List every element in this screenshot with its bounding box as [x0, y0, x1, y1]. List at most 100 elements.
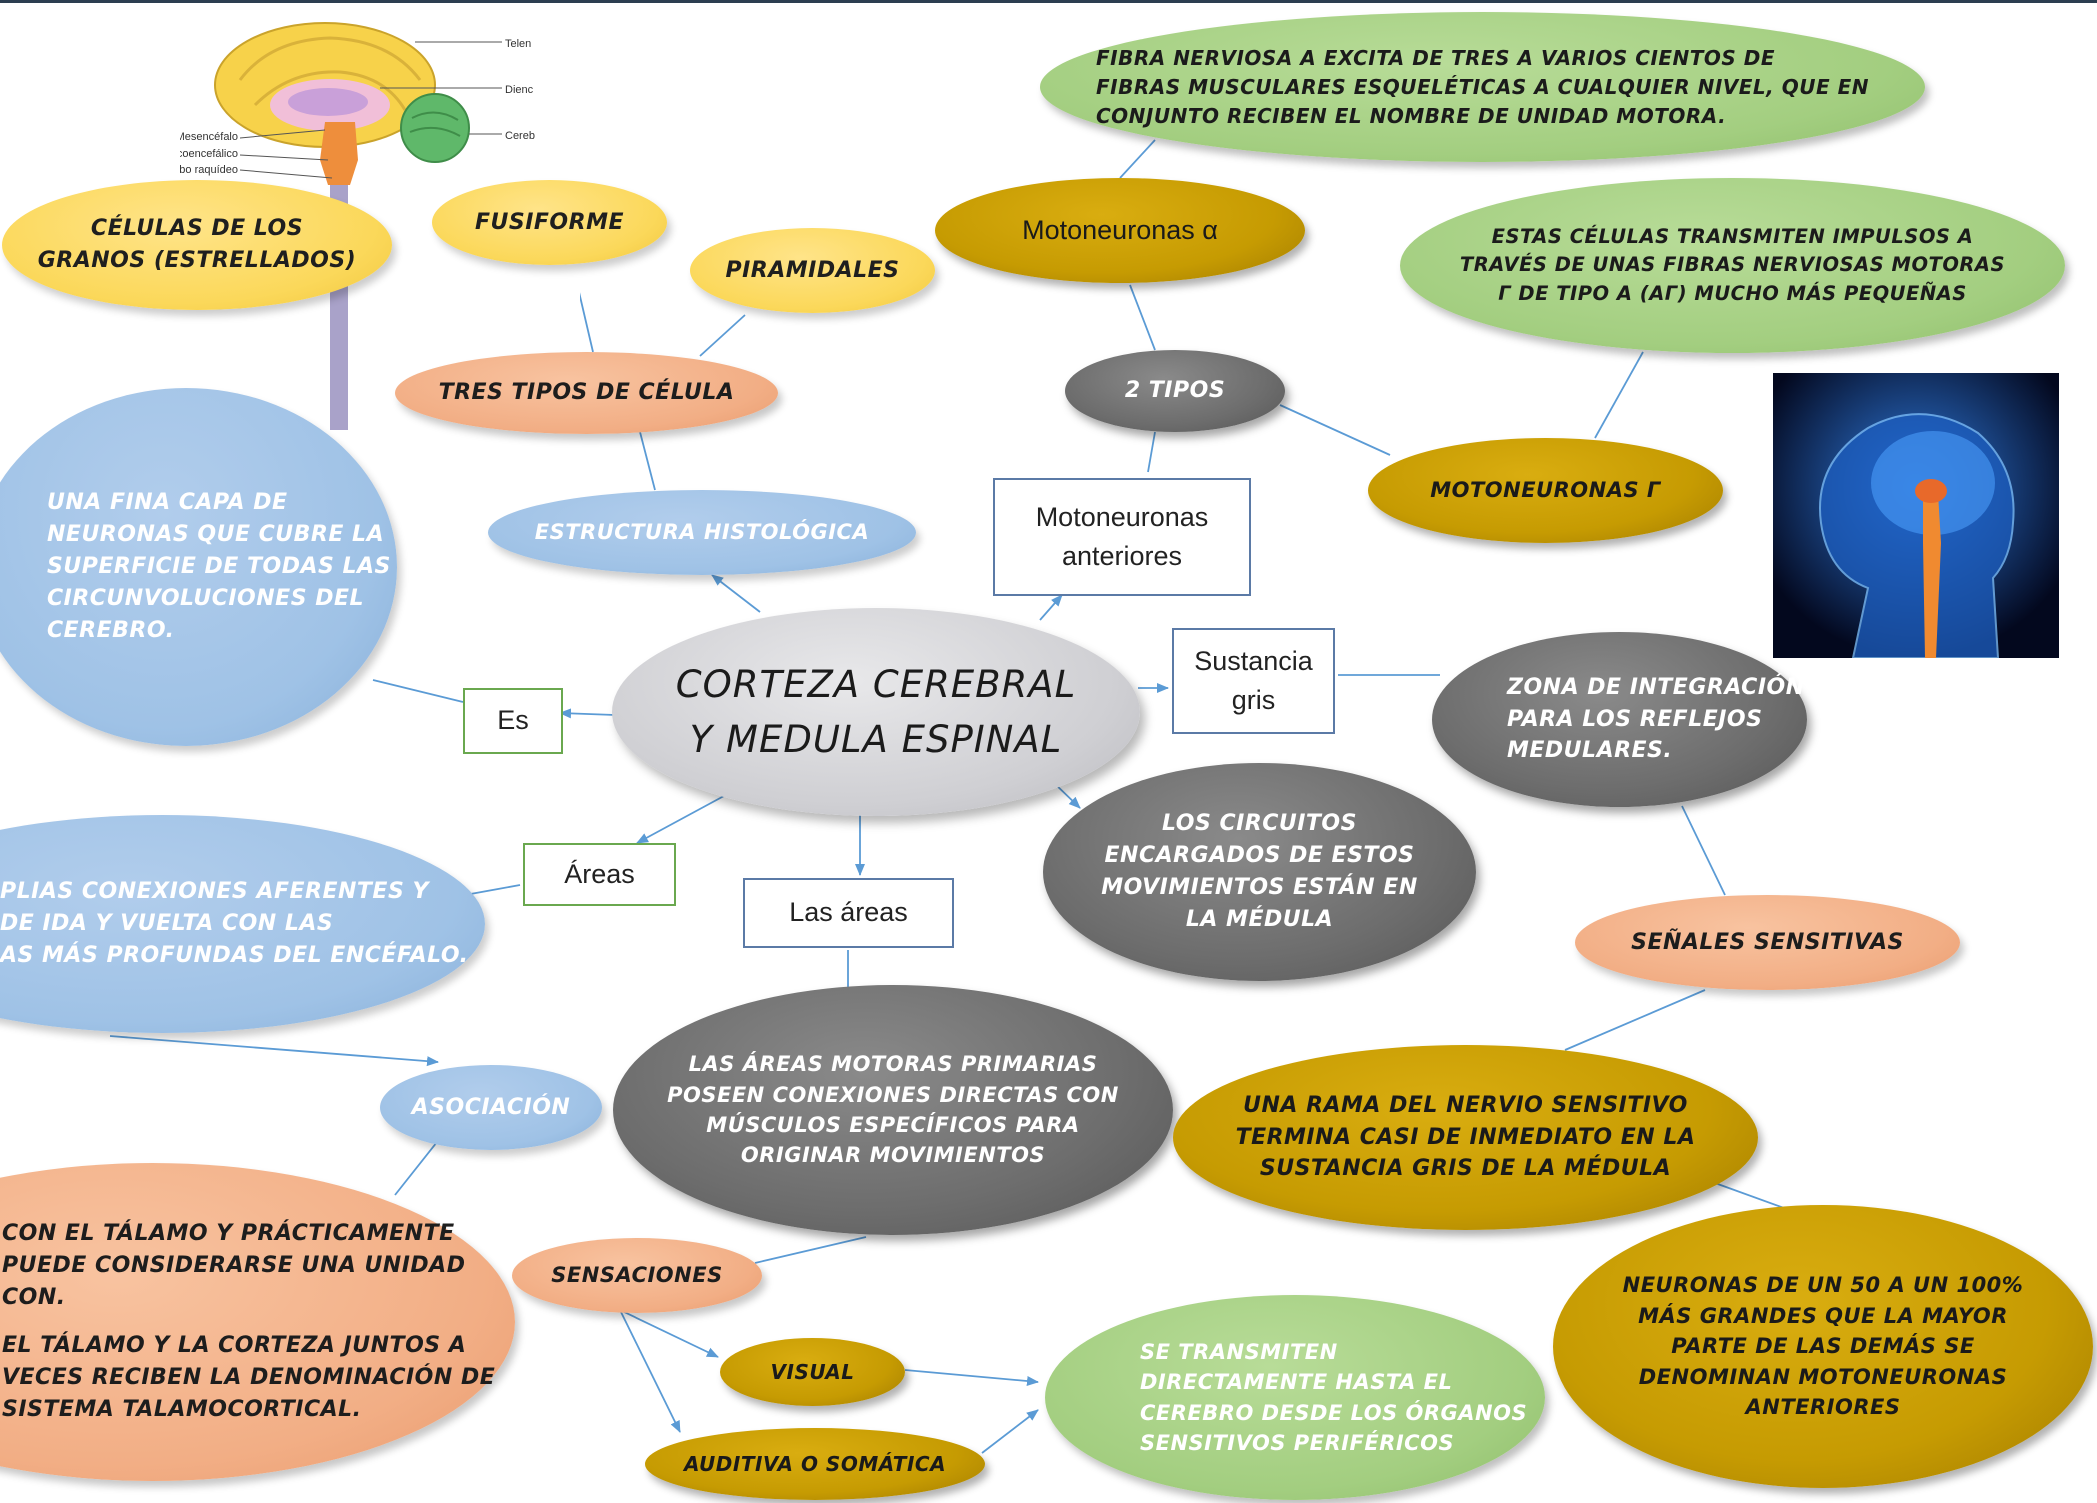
node-circuitos: LOS CIRCUITOS ENCARGADOS DE ESTOS MOVIMI…	[1043, 763, 1476, 981]
box-es: Es	[463, 688, 563, 754]
box-sustancia-gris: Sustancia gris	[1172, 628, 1335, 734]
node-senales-sensitivas: SEÑALES SENSITIVAS	[1575, 895, 1960, 990]
fibra-line-3: CONJUNTO RECIBEN EL NOMBRE DE UNIDAD MOT…	[1096, 103, 1727, 128]
neuronas-line-4: DENOMINAN MOTONEURONAS	[1638, 1364, 2008, 1389]
link-es-finacapa	[372, 679, 464, 703]
las-areas-label: Las áreas	[789, 897, 908, 928]
node-motoneuronas-gamma: MOTONEURONAS γ	[1368, 438, 1723, 543]
node-fibra-nerviosa: FIBRA NERVIOSA α EXCITA DE TRES A VARIOS…	[1040, 12, 1925, 162]
brain-label-cereb: Cereb	[505, 130, 535, 142]
sensaciones-label: SENSACIONES	[551, 1263, 723, 1288]
zona-line-3: MEDULARES.	[1507, 738, 1673, 764]
link-zona-senales	[1681, 805, 1726, 896]
node-una-rama: UNA RAMA DEL NERVIO SENSITIVO TERMINA CA…	[1173, 1045, 1758, 1230]
rama-line-1: UNA RAMA DEL NERVIO SENSITIVO	[1243, 1092, 1688, 1118]
neuronas-line-5: ANTERIORES	[1745, 1395, 1901, 1420]
node-tres-tipos: TRES TIPOS DE CÉLULA	[395, 352, 778, 434]
talamo-line-6: SISTEMA TALAMOCORTICAL.	[2, 1396, 362, 1422]
link-sensaciones-auditiva	[619, 1309, 681, 1433]
brain-label-mesencefalo: Mesencéfalo	[180, 131, 238, 143]
motoras-line-2: POSEEN CONEXIONES DIRECTAS CON	[667, 1082, 1119, 1107]
senales-label: SEÑALES SENSITIVAS	[1631, 929, 1904, 955]
motoras-line-1: LAS ÁREAS MOTORAS PRIMARIAS	[688, 1052, 1098, 1077]
sustancia-line-2: gris	[1231, 685, 1276, 715]
link-auditiva-setransmiten	[981, 1409, 1039, 1454]
box-las-areas: Las áreas	[743, 878, 954, 948]
link-2tipos-gamma	[1279, 404, 1391, 456]
brain-label-telen: Telen	[505, 38, 531, 50]
dos-tipos-label: 2 TIPOS	[1124, 378, 1226, 404]
node-dos-tipos: 2 TIPOS	[1065, 350, 1285, 432]
talamo-line-4: EL TÁLAMO Y LA CORTEZA JUNTOS A	[2, 1333, 467, 1358]
fina-capa-line-2: NEURONAS QUE CUBRE LA	[47, 522, 385, 548]
granos-line-2: GRANOS (ESTRELLADOS)	[37, 248, 357, 273]
node-zona-integracion: ZONA DE INTEGRACIÓN PARA LOS REFLEJOS ME…	[1432, 632, 1807, 807]
node-sensaciones: SENSACIONES	[512, 1238, 762, 1313]
link-amplias-asociacion	[109, 1035, 439, 1067]
fina-capa-line-1: UNA FINA CAPA DE	[47, 490, 288, 516]
visual-label: VISUAL	[770, 1359, 855, 1384]
node-piramidales: PIRAMIDALES	[690, 228, 935, 313]
amplias-line-1: PLIAS CONEXIONES AFERENTES Y	[0, 879, 429, 905]
center-line-2: Y MEDULA ESPINAL	[689, 718, 1063, 761]
es-label: Es	[497, 705, 529, 736]
neuronas-line-3: PARTE DE LAS DEMÁS SE	[1671, 1334, 1975, 1359]
link-center-anteriores	[1039, 594, 1063, 621]
node-estas-celulas: ESTAS CÉLULAS TRANSMITEN IMPULSOS A TRAV…	[1400, 178, 2065, 353]
link-asociacion-talamo	[394, 1141, 438, 1196]
node-fina-capa: UNA FINA CAPA DE NEURONAS QUE CUBRE LA S…	[0, 388, 397, 746]
link-alfa-2tipos	[1129, 284, 1156, 351]
node-neuronas-grandes: NEURONAS DE UN 50 A UN 100% MÁS GRANDES …	[1553, 1205, 2093, 1488]
fina-capa-line-3: SUPERFICIE DE TODAS LAS	[47, 554, 391, 580]
node-fusiforme: FUSIFORME	[432, 180, 667, 265]
talamo-line-5: VECES RECIBEN LA DENOMINACIÓN DE	[2, 1364, 496, 1390]
link-visual-setransmiten	[904, 1369, 1039, 1386]
setransmiten-line-3: CEREBRO DESDE LOS ÓRGANOS	[1140, 1400, 1528, 1425]
brain-label-bulbo: Bulbo raquídeo	[180, 164, 238, 176]
link-2tipos-anteriores	[1147, 431, 1156, 473]
box-motoneuronas-anteriores: Motoneuronas anteriores	[993, 478, 1251, 596]
auditiva-label: AUDITIVA O SOMÁTICA	[683, 1451, 947, 1476]
node-estructura-histologica: ESTRUCTURA HISTOLÓGICA	[488, 490, 916, 575]
brain-label-dienc: Dienc	[505, 84, 534, 96]
circuitos-line-2: ENCARGADOS DE ESTOS	[1104, 843, 1415, 869]
estas-line-3: γ DE TIPO A (Aγ) MUCHO MÁS PEQUEÑAS	[1498, 281, 1967, 305]
fibra-line-1: FIBRA NERVIOSA α EXCITA DE TRES A VARIOS…	[1096, 45, 1776, 70]
motoneuronas-anteriores-line-2: anteriores	[1061, 541, 1183, 571]
link-center-estructura	[711, 574, 761, 613]
amplias-line-2: DE IDA Y VUELTA CON LAS	[0, 911, 334, 937]
tres-tipos-label: TRES TIPOS DE CÉLULA	[438, 380, 735, 406]
circuitos-line-1: LOS CIRCUITOS	[1162, 811, 1357, 837]
talamo-spacer	[2, 1314, 515, 1330]
zona-line-2: PARA LOS REFLEJOS	[1507, 706, 1763, 732]
motoneuronas-gamma-label: MOTONEURONAS γ	[1430, 478, 1661, 503]
node-celulas-granos: CÉLULAS DE LOS GRANOS (ESTRELLADOS)	[2, 180, 392, 310]
motoras-line-4: ORIGINAR MOVIMIENTOS	[740, 1143, 1046, 1168]
setransmiten-line-1: SE TRANSMITEN	[1140, 1339, 1338, 1364]
brain-label-puente: Puente troncoencefálico	[180, 148, 238, 160]
node-visual: VISUAL	[720, 1338, 905, 1406]
estas-line-1: ESTAS CÉLULAS TRANSMITEN IMPULSOS A	[1491, 225, 1974, 249]
fusiforme-label: FUSIFORME	[474, 209, 624, 235]
node-motoneuronas-alfa: Motoneuronas α	[935, 178, 1305, 283]
link-estructura-tres	[639, 431, 656, 491]
rama-line-3: SUSTANCIA GRIS DE LA MÉDULA	[1259, 1156, 1672, 1182]
granos-line-1: CÉLULAS DE LOS	[90, 216, 304, 242]
link-motoras-sensaciones	[754, 1236, 867, 1264]
fina-capa-line-4: CIRCUNVOLUCIONES DEL	[47, 585, 365, 611]
asociacion-label: ASOCIACIÓN	[411, 1094, 571, 1120]
box-areas: Áreas	[523, 843, 676, 906]
areas-label: Áreas	[564, 858, 635, 889]
estructura-label: ESTRUCTURA HISTOLÓGICA	[534, 520, 870, 545]
link-sensaciones-visual	[619, 1309, 719, 1358]
motoneuronas-anteriores-line-1: Motoneuronas	[1035, 501, 1209, 532]
talamo-line-1: CON EL TÁLAMO Y PRÁCTICAMENTE	[2, 1221, 455, 1247]
motoras-line-3: MÚSCULOS ESPECÍFICOS PARA	[706, 1113, 1080, 1137]
center-line-1: CORTEZA CEREBRAL	[675, 662, 1077, 706]
rama-line-2: TERMINA CASI DE INMEDIATO EN LA	[1235, 1124, 1696, 1150]
node-center-topic: CORTEZA CEREBRAL Y MEDULA ESPINAL	[612, 608, 1140, 816]
motoneuronas-alfa-label: Motoneuronas α	[1022, 215, 1218, 245]
neuronas-line-1: NEURONAS DE UN 50 A UN 100%	[1622, 1273, 2024, 1298]
head-xray-image	[1773, 373, 2059, 658]
sustancia-line-1: Sustancia	[1194, 645, 1313, 676]
